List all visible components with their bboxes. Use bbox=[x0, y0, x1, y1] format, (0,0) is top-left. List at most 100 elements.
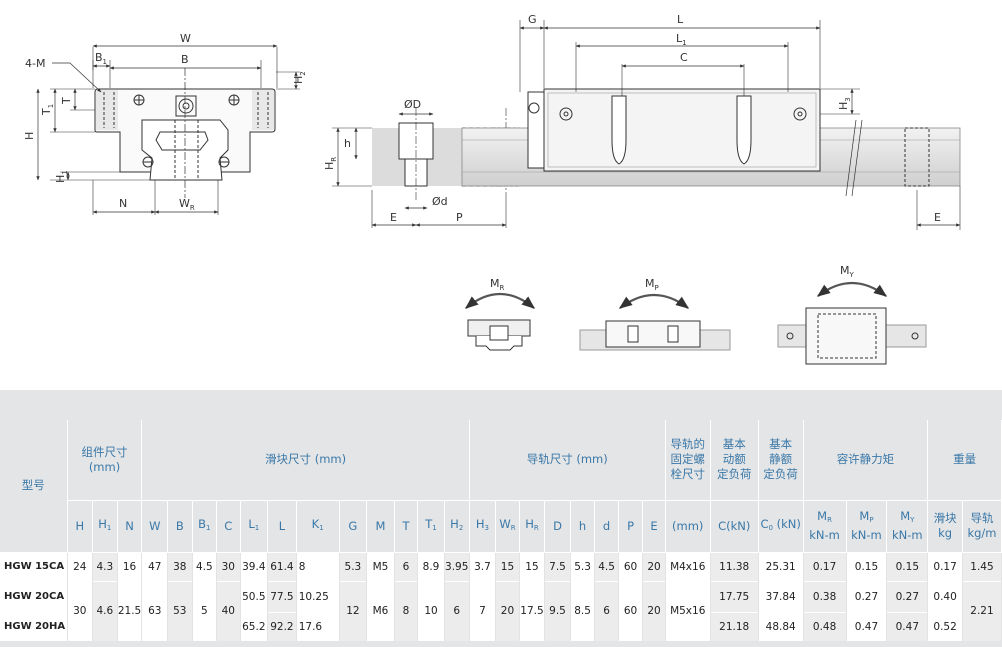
cell-l: 77.5 bbox=[267, 580, 297, 612]
sub-n: N bbox=[117, 500, 143, 553]
cell-h: 24 bbox=[67, 552, 94, 581]
cell-h1: 4.3 bbox=[92, 552, 118, 581]
sub-p: P bbox=[618, 500, 644, 553]
dim-h2: H2 bbox=[292, 71, 307, 84]
sub-h3: H3 bbox=[469, 500, 497, 553]
sub-l: L bbox=[267, 500, 297, 553]
dim-b1: B1 bbox=[95, 51, 107, 66]
dim-h1: H1 bbox=[54, 170, 69, 183]
dim-hr: HR bbox=[323, 157, 338, 170]
cell-b: 53 bbox=[167, 580, 193, 641]
moment-my-label: MY bbox=[840, 264, 855, 279]
dim-rail-h: h bbox=[344, 137, 351, 150]
cell-t1: 10 bbox=[417, 580, 445, 641]
cell-l1: 50.5 bbox=[240, 580, 269, 612]
cell-mr: 0.38 bbox=[803, 580, 847, 612]
cell-kg-rail: 2.21 bbox=[962, 580, 1002, 641]
cell-t1: 8.9 bbox=[417, 552, 445, 581]
dim-c: C bbox=[680, 51, 688, 64]
dim-w: W bbox=[180, 32, 191, 45]
cell-wr: 20 bbox=[495, 580, 520, 641]
cell-mp: 0.27 bbox=[846, 580, 888, 612]
cell-c: 30 bbox=[216, 552, 241, 581]
header-bolt: 导轨的 固定螺 栓尺寸 bbox=[665, 420, 711, 501]
moment-mr-label: MR bbox=[490, 277, 505, 292]
cell-e: 20 bbox=[642, 552, 666, 581]
cell-kg-block: 0.40 bbox=[927, 580, 963, 612]
cell-my: 0.47 bbox=[886, 611, 929, 641]
cell-mp: 0.15 bbox=[846, 552, 888, 581]
cell-d-small: 4.5 bbox=[594, 552, 619, 581]
sub-w: W bbox=[141, 500, 169, 553]
header-rail: 导轨尺寸 (mm) bbox=[469, 420, 666, 501]
table-row: HGW 20CA 30 4.6 21.5 63 53 5 40 50.5 77.… bbox=[0, 580, 1002, 641]
table-body: HGW 15CA 24 4.3 16 47 38 4.5 30 39.4 61.… bbox=[0, 552, 1002, 641]
dim-wr: WR bbox=[179, 197, 195, 212]
sub-wr: WR bbox=[495, 500, 520, 553]
cell-h-small: 8.5 bbox=[570, 580, 596, 641]
cell-h3: 7 bbox=[469, 580, 497, 641]
cell-t: 6 bbox=[394, 552, 419, 581]
moment-my-diagram bbox=[777, 282, 927, 365]
cell-kg-block: 0.17 bbox=[927, 552, 963, 581]
sub-c0-unit: C0 (kN) bbox=[758, 500, 804, 553]
cell-d-small: 6 bbox=[594, 580, 619, 641]
sub-k1: K1 bbox=[296, 500, 340, 553]
sub-e: E bbox=[642, 500, 666, 553]
dim-l1: L1 bbox=[676, 32, 687, 47]
dim-side-e: E bbox=[934, 211, 941, 224]
cell-model: HGW 20HA bbox=[0, 611, 68, 641]
cell-mr: 0.48 bbox=[803, 611, 847, 641]
cell-mr: 0.17 bbox=[803, 552, 847, 581]
cell-m: M5 bbox=[366, 552, 395, 581]
rail-section-view bbox=[332, 108, 520, 228]
dim-t: T bbox=[60, 97, 73, 105]
cell-t: 8 bbox=[394, 580, 419, 641]
cell-n: 21.5 bbox=[117, 580, 143, 641]
sub-d-large: D bbox=[544, 500, 571, 553]
technical-drawing: W B B1 4-M H2 H T1 T H1 N WR bbox=[23, 13, 961, 365]
cell-h2: 6 bbox=[444, 580, 470, 641]
cell-h3: 3.7 bbox=[469, 552, 497, 581]
cell-my: 0.15 bbox=[886, 552, 929, 581]
dim-4m: 4-M bbox=[25, 57, 45, 70]
dim-p: P bbox=[456, 211, 463, 224]
cell-b1: 4.5 bbox=[192, 552, 218, 581]
moment-mr-diagram bbox=[464, 292, 536, 351]
dim-od-small: Ød bbox=[432, 195, 448, 208]
dim-t1: T1 bbox=[40, 104, 55, 116]
front-view-labels: W B B1 4-M H2 H T1 T H1 N WR bbox=[23, 32, 307, 212]
cell-k1: 8 bbox=[296, 552, 340, 581]
cell-k1: 10.25 bbox=[296, 580, 340, 612]
cell-bolt: M5x16 bbox=[665, 580, 711, 641]
cell-h2: 3.95 bbox=[444, 552, 470, 581]
cell-w: 63 bbox=[141, 580, 169, 641]
sub-b1: B1 bbox=[192, 500, 218, 553]
dim-h: H bbox=[23, 132, 36, 140]
cell-c-dyn: 17.75 bbox=[710, 580, 759, 612]
cell-k1: 17.6 bbox=[296, 611, 340, 641]
table-row: HGW 15CA 24 4.3 16 47 38 4.5 30 39.4 61.… bbox=[0, 552, 1002, 581]
cell-l: 61.4 bbox=[267, 552, 297, 581]
cell-mp: 0.47 bbox=[846, 611, 888, 641]
technical-drawing-area: W B B1 4-M H2 H T1 T H1 N WR bbox=[23, 13, 961, 365]
dim-rail-e: E bbox=[390, 211, 397, 224]
cell-c-dyn: 21.18 bbox=[710, 611, 759, 641]
cell-model: HGW 20CA bbox=[0, 580, 68, 612]
cell-my: 0.27 bbox=[886, 580, 929, 612]
cell-l: 92.2 bbox=[267, 611, 297, 641]
cell-c-dyn: 11.38 bbox=[710, 552, 759, 581]
cell-m: M6 bbox=[366, 580, 395, 641]
header-block: 滑块尺寸 (mm) bbox=[141, 420, 470, 501]
dim-g: G bbox=[528, 13, 537, 26]
cell-model: HGW 15CA bbox=[0, 552, 68, 581]
cell-g: 5.3 bbox=[339, 552, 368, 581]
front-view bbox=[36, 44, 300, 215]
sub-bolt-unit: (mm) bbox=[665, 500, 711, 553]
cell-p: 60 bbox=[618, 580, 644, 641]
cell-l1: 65.2 bbox=[240, 611, 269, 641]
